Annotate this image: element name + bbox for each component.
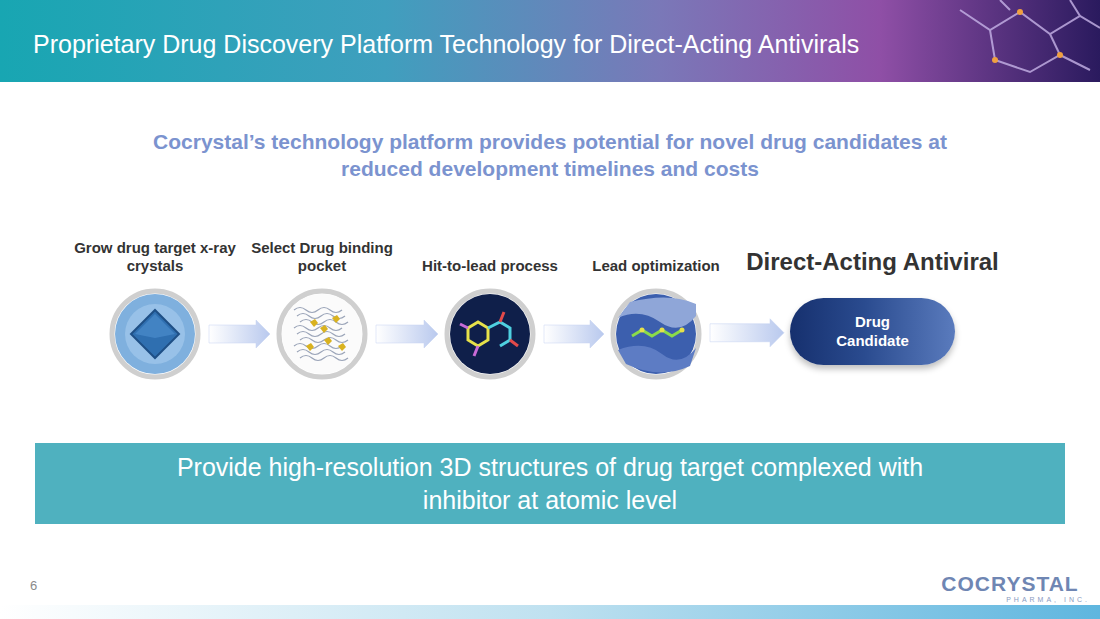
info-band: Provide high-resolution 3D structures of… <box>35 443 1065 524</box>
step-heading: Lead optimization <box>570 257 742 276</box>
step-illustration <box>610 288 702 380</box>
slide-title: Proprietary Drug Discovery Platform Tech… <box>33 30 859 59</box>
step-circle: Select Drug binding pocket <box>276 288 368 380</box>
flow-arrow <box>376 320 438 348</box>
footer-bar <box>0 605 1100 619</box>
step-circle: Hit-to-lead process <box>444 288 536 380</box>
step-circle: Grow drug target x-ray crystals <box>109 288 201 380</box>
page-number: 6 <box>30 578 60 594</box>
drug-candidate-pill: Direct-Acting AntiviralDrug Candidate <box>790 298 955 365</box>
step-heading: Select Drug binding pocket <box>236 239 408 277</box>
molecule-decor <box>960 0 1100 72</box>
step-heading: Grow drug target x-ray crystals <box>69 239 241 277</box>
step-heading: Hit-to-lead process <box>404 257 576 276</box>
step-illustration <box>109 288 201 380</box>
flow-arrow <box>209 320 270 348</box>
atom-dots <box>992 9 1063 63</box>
step-circle: Lead optimization <box>610 288 702 380</box>
step-illustration <box>444 288 536 380</box>
band-text: Provide high-resolution 3D structures of… <box>160 451 940 516</box>
flow-arrow <box>710 319 784 347</box>
company-logo: COCRYSTAL <box>930 572 1090 595</box>
subtitle: Cocrystal’s technology platform provides… <box>110 128 990 183</box>
result-heading: Direct-Acting Antiviral <box>720 248 1025 276</box>
flow-arrow <box>544 320 604 348</box>
logo-tagline: PHARMA, INC. <box>930 596 1090 604</box>
pill-text: Drug Candidate <box>828 313 918 351</box>
step-illustration <box>276 288 368 380</box>
title-banner <box>0 0 1100 82</box>
